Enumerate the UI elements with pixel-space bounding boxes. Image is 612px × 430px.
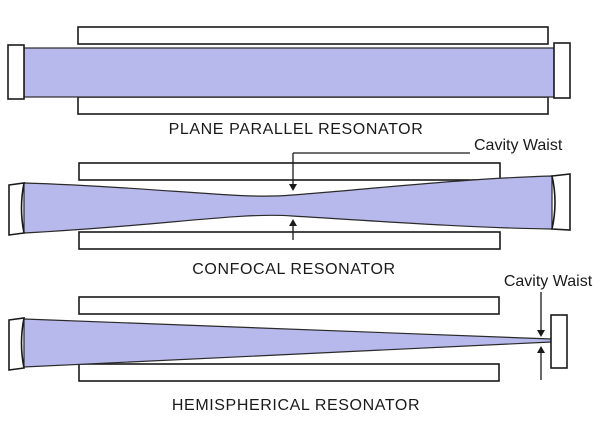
hemi-laser-beam — [23, 318, 552, 368]
hemi-waist-arrowhead-top — [537, 330, 545, 337]
hemi-bottom-tube-wall — [78, 363, 500, 382]
confocal-label: CONFOCAL RESONATOR — [192, 261, 395, 278]
hemi-right-flat-mirror — [550, 314, 568, 369]
confocal-laser-beam — [23, 175, 553, 234]
hemi-waist-arrowhead-bottom — [537, 346, 545, 353]
plane-top-tube-wall — [77, 26, 549, 45]
confocal-left-curved-mirror — [8, 182, 26, 236]
plane-laser-beam — [23, 47, 555, 98]
plane-bottom-tube-wall — [77, 96, 549, 115]
confocal-waist-arrowhead-top — [289, 184, 297, 191]
hemispherical-resonator: Cavity Waist HEMISPHERICAL RESONATOR — [8, 273, 593, 414]
confocal-right-curved-mirror — [551, 173, 571, 231]
confocal-bottom-tube-wall — [78, 231, 501, 250]
hemi-cavity-waist-label: Cavity Waist — [504, 273, 593, 290]
plane-right-flat-mirror — [553, 42, 571, 99]
plane-parallel-label: PLANE PARALLEL RESONATOR — [169, 121, 424, 138]
confocal-waist-arrowhead-bottom — [289, 219, 297, 226]
hemi-top-tube-wall — [78, 296, 500, 315]
hemi-left-curved-mirror — [8, 317, 26, 371]
hemispherical-label: HEMISPHERICAL RESONATOR — [172, 397, 420, 414]
confocal-cavity-waist-label: Cavity Waist — [474, 137, 563, 154]
confocal-resonator: Cavity Waist CONFOCAL RESONATOR — [8, 137, 571, 278]
plane-left-flat-mirror — [7, 44, 25, 100]
confocal-top-tube-wall — [78, 162, 501, 181]
plane-parallel-resonator: PLANE PARALLEL RESONATOR — [7, 26, 571, 138]
